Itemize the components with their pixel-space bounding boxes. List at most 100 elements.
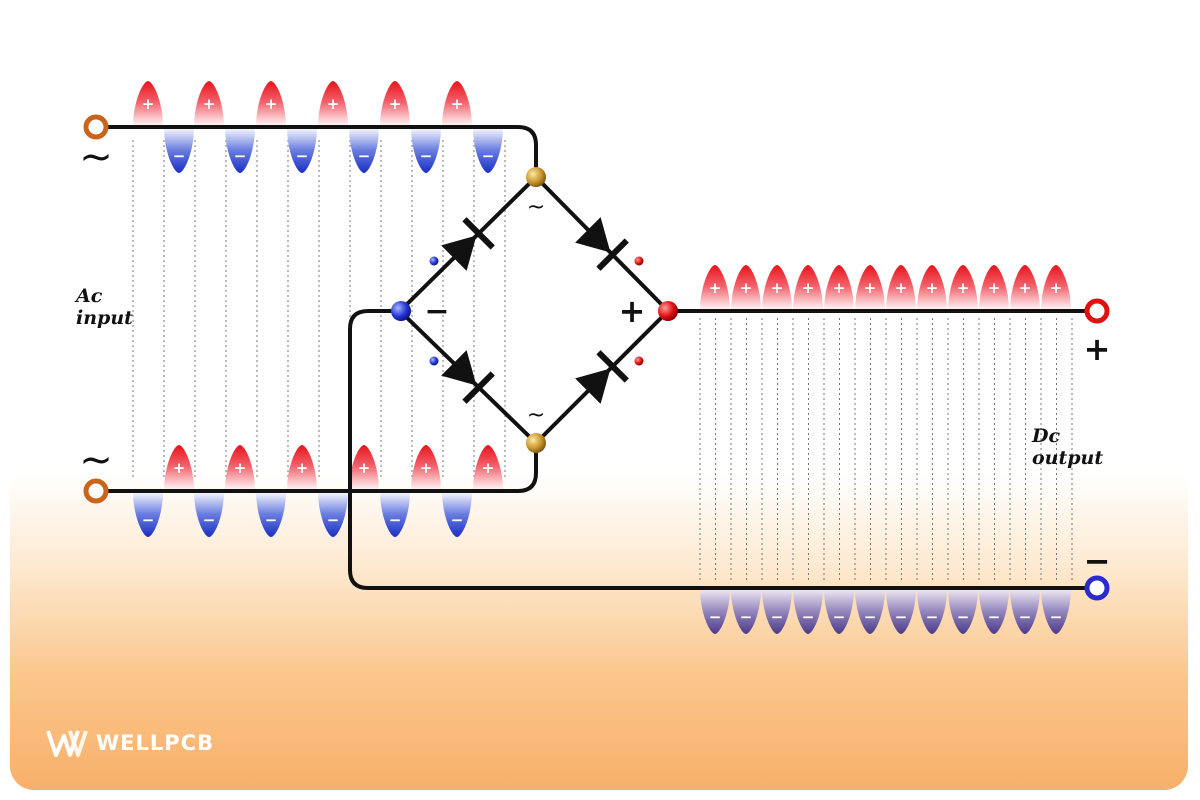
- wave-minus-sign: −: [1019, 608, 1032, 626]
- bridge-plus-symbol: +: [619, 292, 646, 330]
- negative-half-wave: −: [256, 491, 286, 537]
- positive-half-wave: +: [287, 445, 317, 491]
- negative-half-wave: −: [855, 588, 885, 634]
- diode-positive-dot: [634, 356, 644, 366]
- negative-half-wave: −: [793, 588, 823, 634]
- wave-minus-sign: −: [142, 511, 155, 529]
- positive-half-wave: +: [855, 265, 885, 311]
- positive-half-wave: +: [886, 265, 916, 311]
- diagram-card: ++++++−−−−−−++++++−−−−−−++++++++++++−−−−…: [10, 0, 1188, 790]
- wave-minus-sign: −: [451, 511, 464, 529]
- wave-minus-sign: −: [864, 608, 877, 626]
- negative-half-wave: −: [979, 588, 1009, 634]
- negative-half-wave: −: [886, 588, 916, 634]
- negative-half-wave: −: [473, 127, 503, 173]
- wave-minus-sign: −: [203, 511, 216, 529]
- negative-half-wave: −: [948, 588, 978, 634]
- positive-half-wave: +: [700, 265, 730, 311]
- wave-plus-sign: +: [895, 279, 908, 297]
- ac-input-bottom-wire: [105, 441, 538, 493]
- ac-input-label-line2: input: [76, 307, 133, 329]
- ac-terminal-bottom: [83, 478, 109, 504]
- positive-half-wave: +: [380, 81, 410, 127]
- wave-plus-sign: +: [1050, 279, 1063, 297]
- positive-half-wave: +: [948, 265, 978, 311]
- positive-half-wave: +: [256, 81, 286, 127]
- positive-half-wave: +: [731, 265, 761, 311]
- positive-half-wave: +: [318, 81, 348, 127]
- junction-ac-top: [526, 167, 546, 187]
- wellpcb-logo: WELLPCB: [46, 728, 214, 758]
- diode-negative-dot: [429, 256, 439, 266]
- waveform-lobes: ++++++−−−−−−++++++−−−−−−++++++++++++−−−−…: [133, 81, 1071, 634]
- negative-half-wave: −: [164, 127, 194, 173]
- ac-input-top-wire: [105, 125, 538, 179]
- wave-plus-sign: +: [740, 279, 753, 297]
- wave-plus-sign: +: [451, 95, 464, 113]
- junction-negative: [391, 301, 411, 321]
- wave-minus-sign: −: [740, 608, 753, 626]
- positive-half-wave: +: [133, 81, 163, 127]
- junction-positive: [658, 301, 678, 321]
- positive-half-wave: +: [917, 265, 947, 311]
- dc-plus-terminal: [1084, 298, 1110, 324]
- dc-minus-symbol: −: [1084, 542, 1111, 580]
- circuit-wires: [105, 125, 1092, 590]
- diode-icon: [575, 350, 629, 404]
- wave-minus-sign: −: [771, 608, 784, 626]
- negative-half-wave: −: [731, 588, 761, 634]
- wave-plus-sign: +: [709, 279, 722, 297]
- wave-plus-sign: +: [482, 459, 495, 477]
- positive-half-wave: +: [473, 445, 503, 491]
- wave-minus-sign: −: [957, 608, 970, 626]
- bridge-rectifier-diagram: ++++++−−−−−−++++++−−−−−−++++++++++++−−−−…: [79, 81, 1111, 634]
- negative-half-wave: −: [824, 588, 854, 634]
- negative-half-wave: −: [380, 491, 410, 537]
- wave-plus-sign: +: [420, 459, 433, 477]
- positive-half-wave: +: [225, 445, 255, 491]
- positive-half-wave: +: [762, 265, 792, 311]
- positive-half-wave: +: [194, 81, 224, 127]
- dc-negative-wire: [348, 309, 1092, 590]
- wave-plus-sign: +: [142, 95, 155, 113]
- ac-symbol-bottom: ~: [79, 437, 113, 483]
- dotted-guide-lines: [132, 140, 1073, 582]
- wave-minus-sign: −: [1050, 608, 1063, 626]
- dc-output-label: Dc output: [1032, 425, 1103, 469]
- wave-plus-sign: +: [1019, 279, 1032, 297]
- positive-half-wave: +: [793, 265, 823, 311]
- ac-symbol-top: ~: [79, 134, 113, 180]
- bridge-ac-symbol-bottom: ~: [527, 403, 545, 428]
- positive-half-wave: +: [164, 445, 194, 491]
- wave-plus-sign: +: [265, 95, 278, 113]
- ac-input-label: Ac input: [76, 285, 133, 329]
- dc-output-label-line2: output: [1032, 447, 1104, 469]
- wave-plus-sign: +: [296, 459, 309, 477]
- negative-half-wave: −: [1041, 588, 1071, 634]
- negative-half-wave: −: [194, 491, 224, 537]
- wave-minus-sign: −: [420, 147, 433, 165]
- wave-minus-sign: −: [173, 147, 186, 165]
- diode-negative-dot: [429, 356, 439, 366]
- negative-half-wave: −: [762, 588, 792, 634]
- ac-input-label-line1: Ac: [76, 285, 103, 307]
- diode-icon: [441, 350, 495, 404]
- wave-minus-sign: −: [358, 147, 371, 165]
- wave-plus-sign: +: [988, 279, 1001, 297]
- positive-half-wave: +: [1010, 265, 1040, 311]
- dc-output-label-line1: Dc: [1032, 425, 1061, 447]
- negative-half-wave: −: [225, 127, 255, 173]
- wave-plus-sign: +: [234, 459, 247, 477]
- wave-plus-sign: +: [864, 279, 877, 297]
- wave-minus-sign: −: [327, 511, 340, 529]
- brand-name: WELLPCB: [96, 731, 215, 755]
- wave-plus-sign: +: [173, 459, 186, 477]
- positive-half-wave: +: [411, 445, 441, 491]
- wave-minus-sign: −: [296, 147, 309, 165]
- wave-plus-sign: +: [203, 95, 216, 113]
- wave-minus-sign: −: [833, 608, 846, 626]
- negative-half-wave: −: [1010, 588, 1040, 634]
- negative-half-wave: −: [287, 127, 317, 173]
- negative-half-wave: −: [349, 127, 379, 173]
